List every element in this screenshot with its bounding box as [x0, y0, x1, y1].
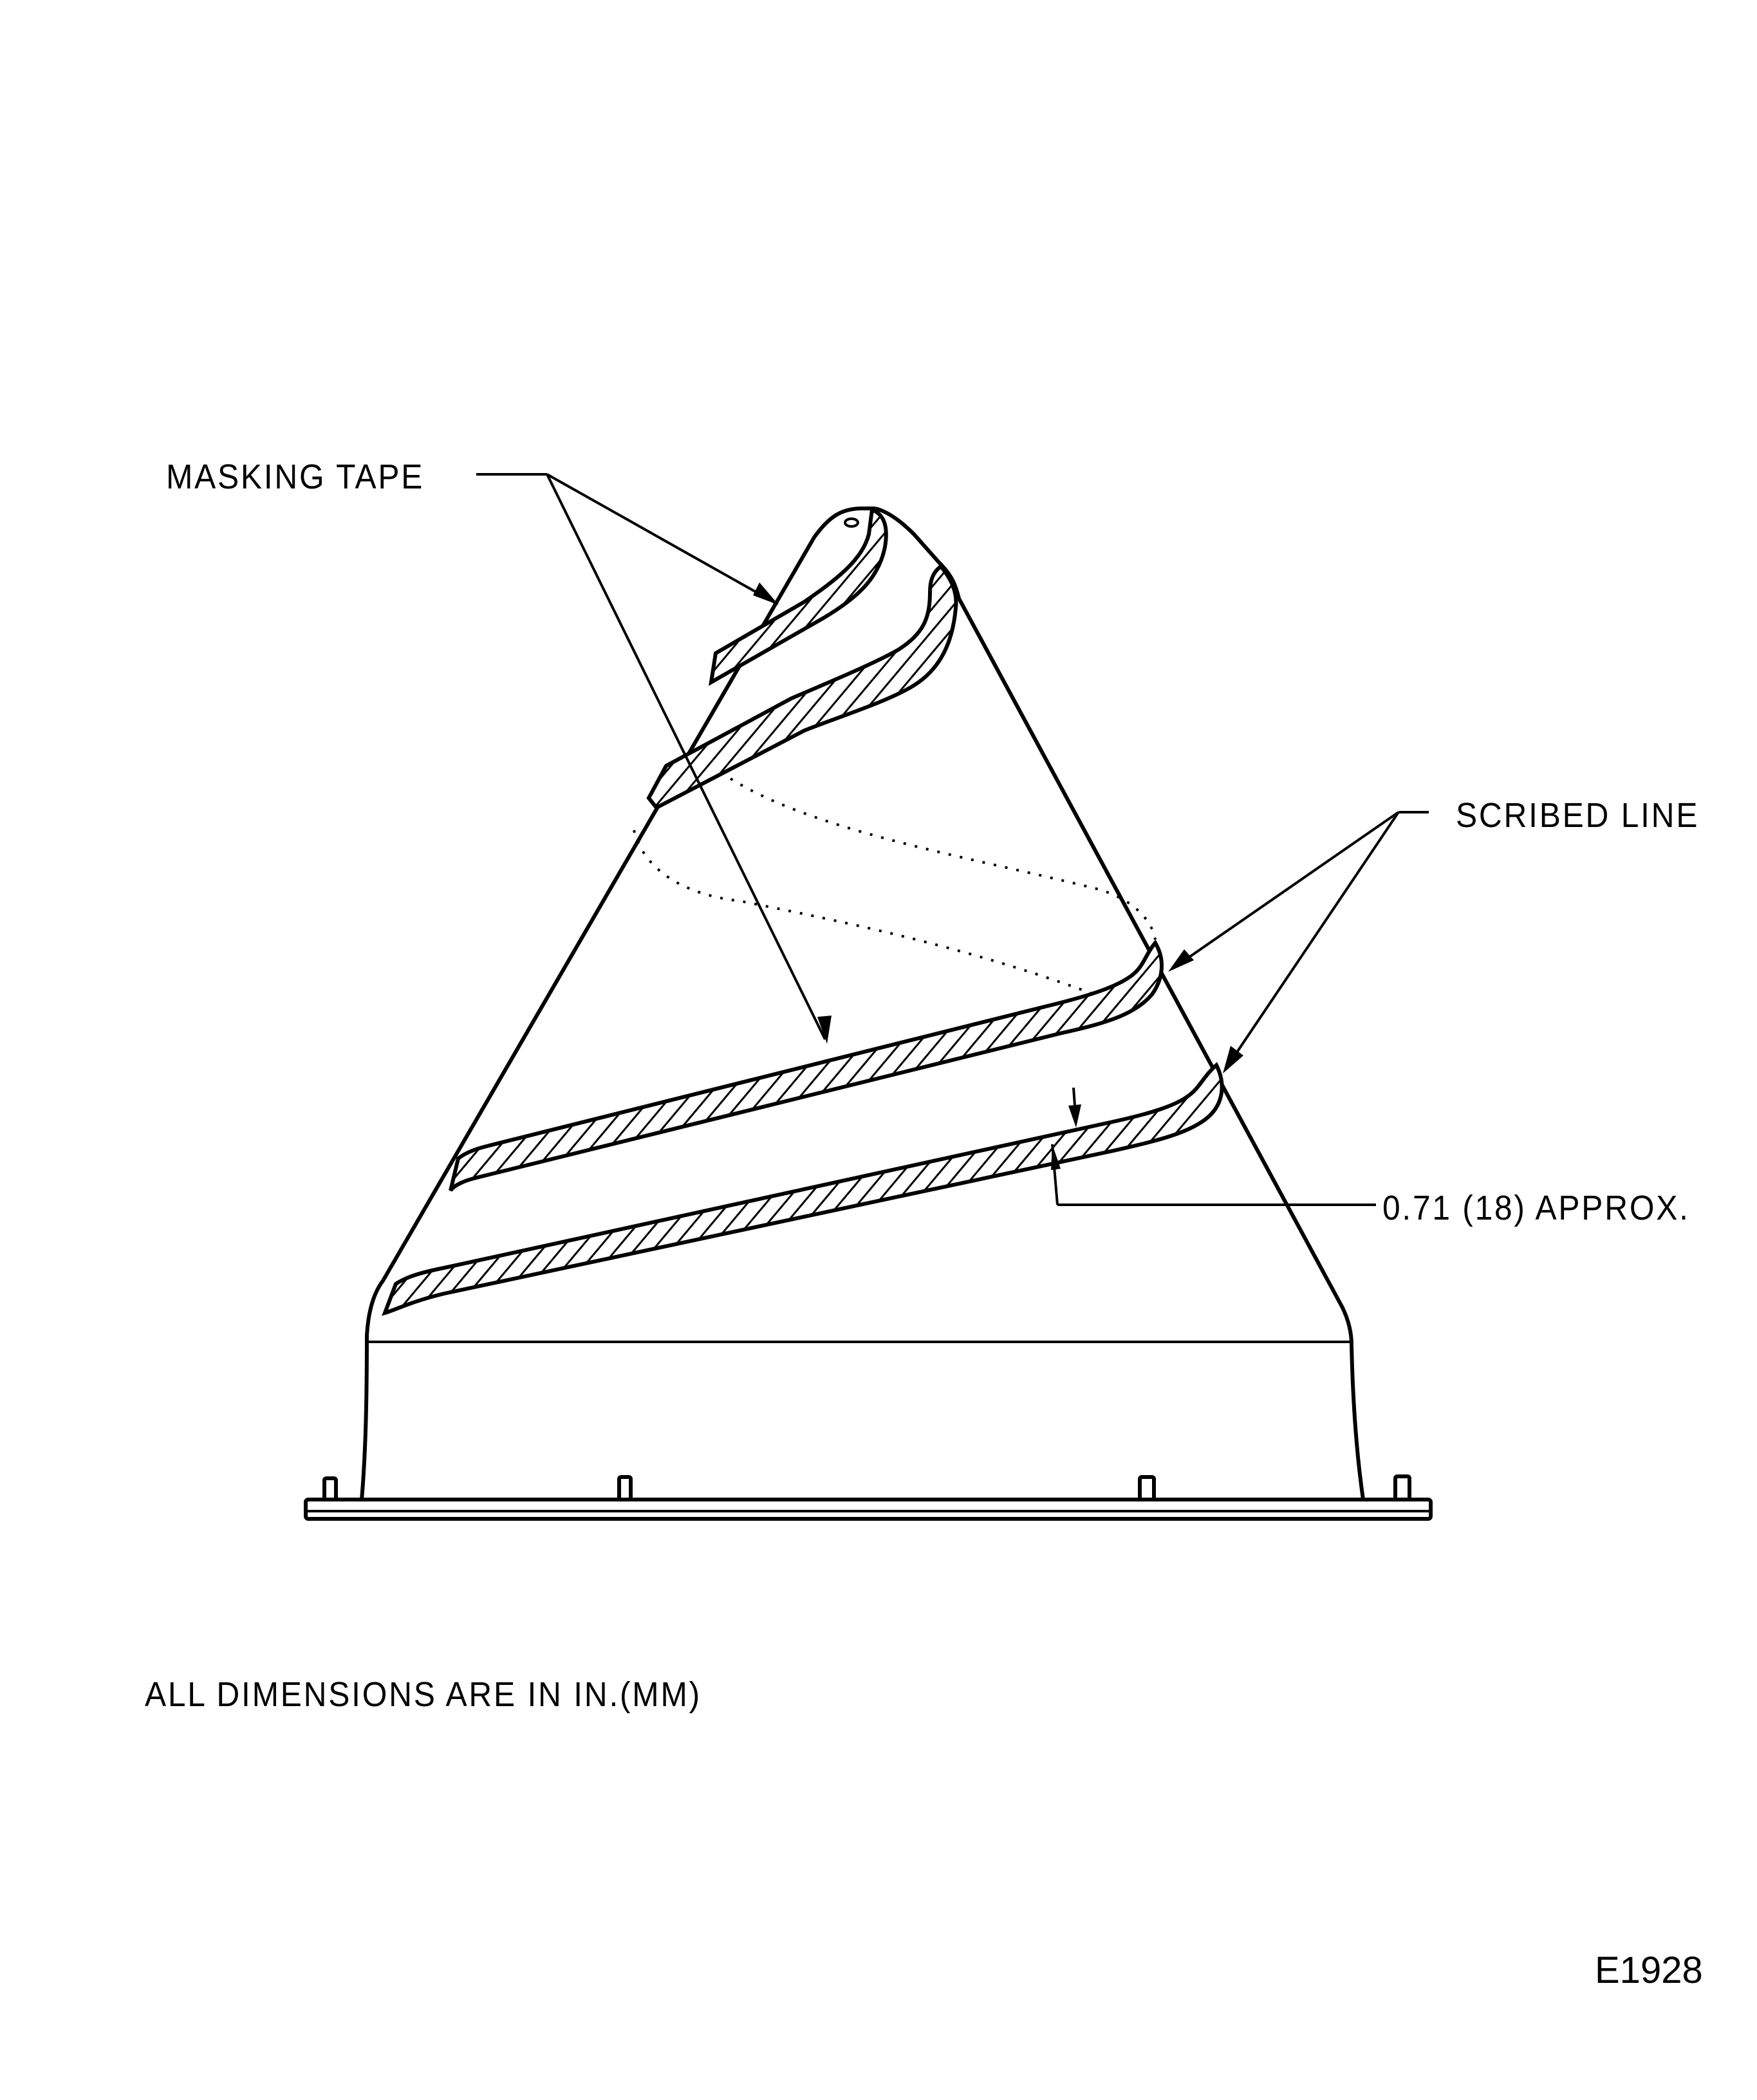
units-note: ALL DIMENSIONS ARE IN IN.(MM) — [145, 1675, 702, 1714]
masking-tape-label: MASKING TAPE — [166, 458, 425, 496]
stud — [322, 1476, 338, 1501]
scribed-line-leader — [1171, 811, 1429, 1070]
dimension-label: 0.71 (18) APPROX. — [1382, 1189, 1690, 1227]
figure-code: E1928 — [1595, 1949, 1703, 1991]
stud — [617, 1475, 633, 1501]
tip-hole — [844, 517, 859, 528]
arrowhead-icon — [817, 1016, 832, 1044]
arrowhead-icon — [1051, 1144, 1061, 1170]
hidden-tape-edges — [633, 771, 1157, 996]
arrowhead-icon — [753, 582, 779, 605]
stud — [1138, 1475, 1156, 1501]
arrowhead-icon — [1168, 949, 1194, 972]
base-plate — [304, 1474, 1433, 1521]
cone-body — [360, 506, 1365, 1500]
stud — [1393, 1474, 1411, 1501]
scribed-line-label: SCRIBED LINE — [1456, 796, 1700, 835]
arrowhead-icon — [1068, 1104, 1081, 1128]
masking-tape-leader — [476, 473, 826, 1040]
masking-tape-bands — [382, 506, 1224, 1316]
arrowhead-icon — [1223, 1046, 1243, 1073]
